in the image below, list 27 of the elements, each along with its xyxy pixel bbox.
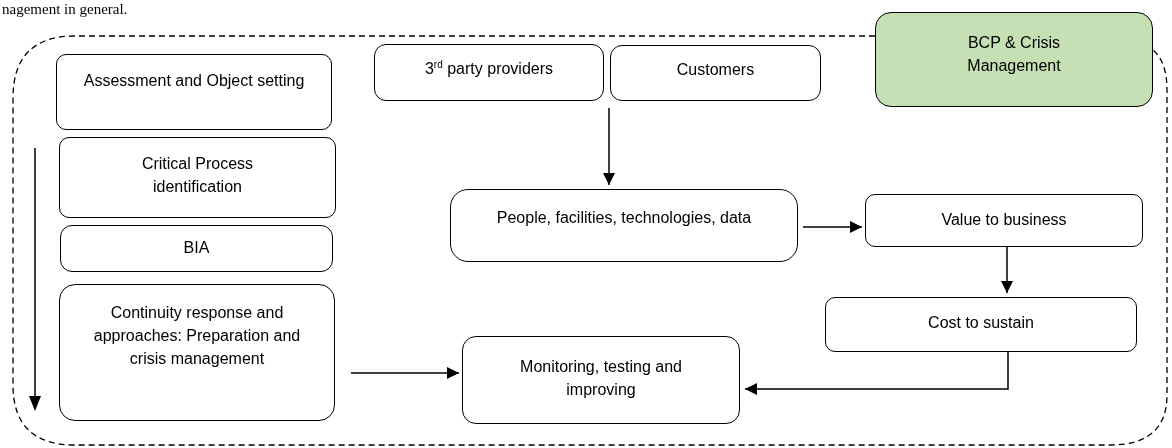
box-text: Assessment and Object setting [83,71,305,91]
box-text: Cost to sustain [928,313,1034,333]
box-text: BIA [183,238,210,258]
arrow [350,367,460,379]
process-box [374,44,604,101]
note-text: nagement in general. [2,0,128,18]
box-text: Critical Process identification [140,154,255,198]
arrow [744,351,1009,395]
process-box [59,137,336,218]
process-box [825,297,1137,352]
box-text: BCP & Crisis Management [966,33,1062,77]
box-text: People, facilities, technologies, data [496,208,752,228]
process-box [450,189,798,262]
box-text: 3$^{rd}$ party providers [424,57,554,79]
arrow [1001,246,1013,294]
title-box [875,12,1153,107]
box-text: Monitoring, testing and improving [519,357,683,401]
process-box [865,194,1143,247]
box-text: Customers [676,60,755,80]
box-text: Continuity response and approaches: Preparation and crisis management [92,303,302,370]
process-box [462,336,740,424]
box-text: Value to business [941,210,1067,230]
arrow [802,221,863,233]
process-box [610,45,821,101]
process-box [59,284,335,421]
process-box [60,225,333,272]
process-box [56,54,332,130]
